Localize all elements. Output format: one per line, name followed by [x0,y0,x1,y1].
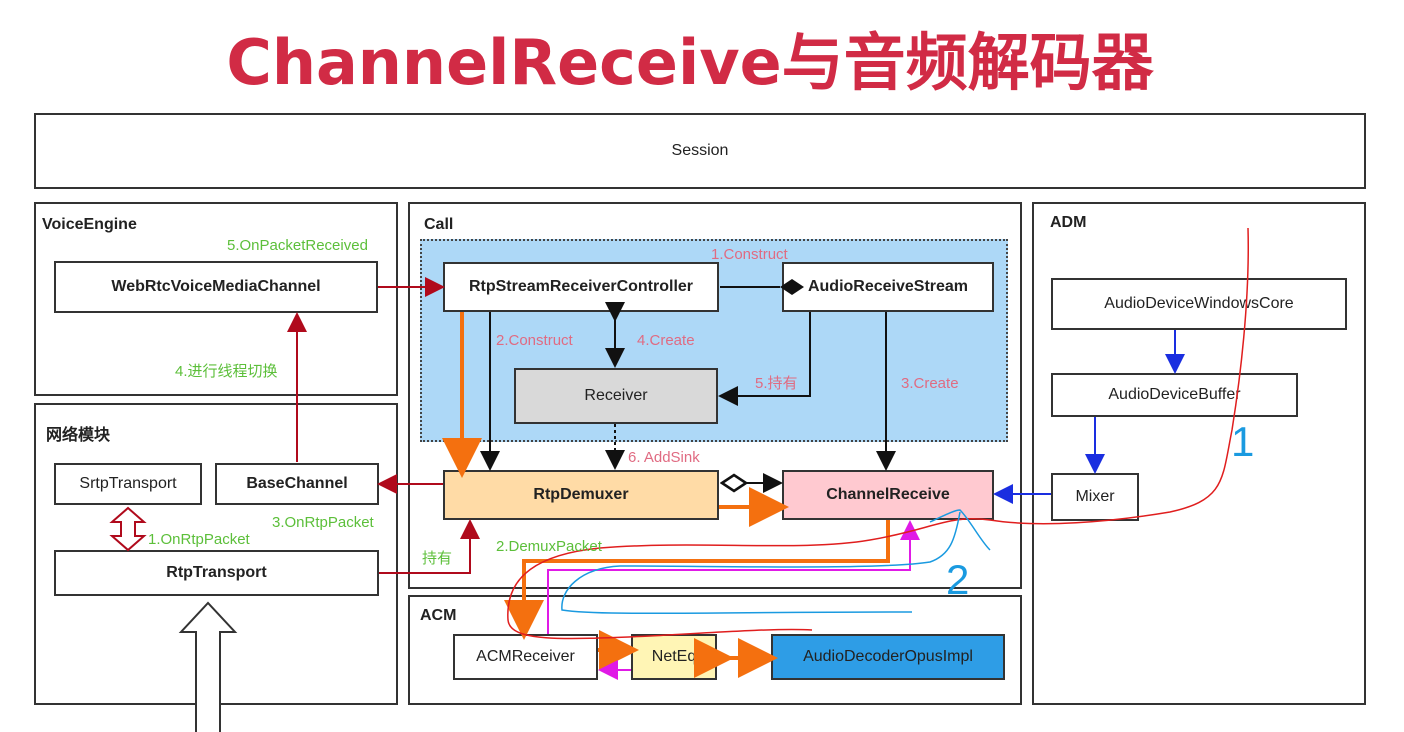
arrow-stream-to-receiver [718,312,811,406]
label-construct-2: 2.Construct [496,332,573,349]
label-demux-packet-2: 2.DemuxPacket [496,538,602,555]
label-hold: 持有 [422,550,453,567]
base-channel-box: BaseChannel [215,463,379,505]
arrow-srtp-rtp [109,506,147,552]
call-label: Call [424,216,454,233]
annotation-mark-1: 1 [1231,418,1255,465]
arrow-acmreceiver-to-channelreceive [547,520,920,634]
label-hold-5: 5.持有 [755,375,798,392]
webrtc-voice-media-channel-box: WebRtcVoiceMediaChannel [54,261,378,313]
audio-decoder-opus-impl-box: AudioDecoderOpusImpl [771,634,1005,680]
adm-label: ADM [1050,214,1087,231]
label-create-4: 4.Create [637,332,695,349]
rtp-transport-box: RtpTransport [54,550,379,596]
session-panel: Session [34,113,1366,189]
label-add-sink-6: 6. AddSink [628,449,700,466]
audio-receive-stream-box: AudioReceiveStream [782,262,994,312]
arrow-channelreceive-to-acmreceiver [504,520,890,640]
audio-device-buffer-box: AudioDeviceBuffer [1051,373,1298,417]
page-title: ChannelReceive与音频解码器 [226,26,1154,99]
acm-label: ACM [420,607,457,624]
rtp-demuxer-box: RtpDemuxer [443,470,719,520]
annotation-blue-curve [561,509,991,615]
annotation-mark-2: 2 [946,556,970,603]
label-construct-1: 1.Construct [711,246,788,263]
label-on-packet-received: 5.OnPacketReceived [227,237,368,254]
label-on-rtp-packet-1: 1.OnRtpPacket [148,531,250,548]
rtp-stream-receiver-controller-box: RtpStreamReceiverController [443,262,719,312]
session-label: Session [671,142,729,159]
annotation-red-curve [507,227,1249,640]
arrow-network-input [178,601,238,732]
voice-engine-label: VoiceEngine [42,216,137,233]
arrow-rtptransport-to-demuxer [379,519,480,574]
receiver-box: Receiver [514,368,718,424]
srtp-transport-box: SrtpTransport [54,463,202,505]
label-create-3: 3.Create [901,375,959,392]
network-label: 网络模块 [46,427,111,444]
label-thread-switch: 4.进行线程切换 [175,363,278,380]
mixer-box: Mixer [1051,473,1139,521]
label-on-rtp-packet-3: 3.OnRtpPacket [272,514,374,531]
